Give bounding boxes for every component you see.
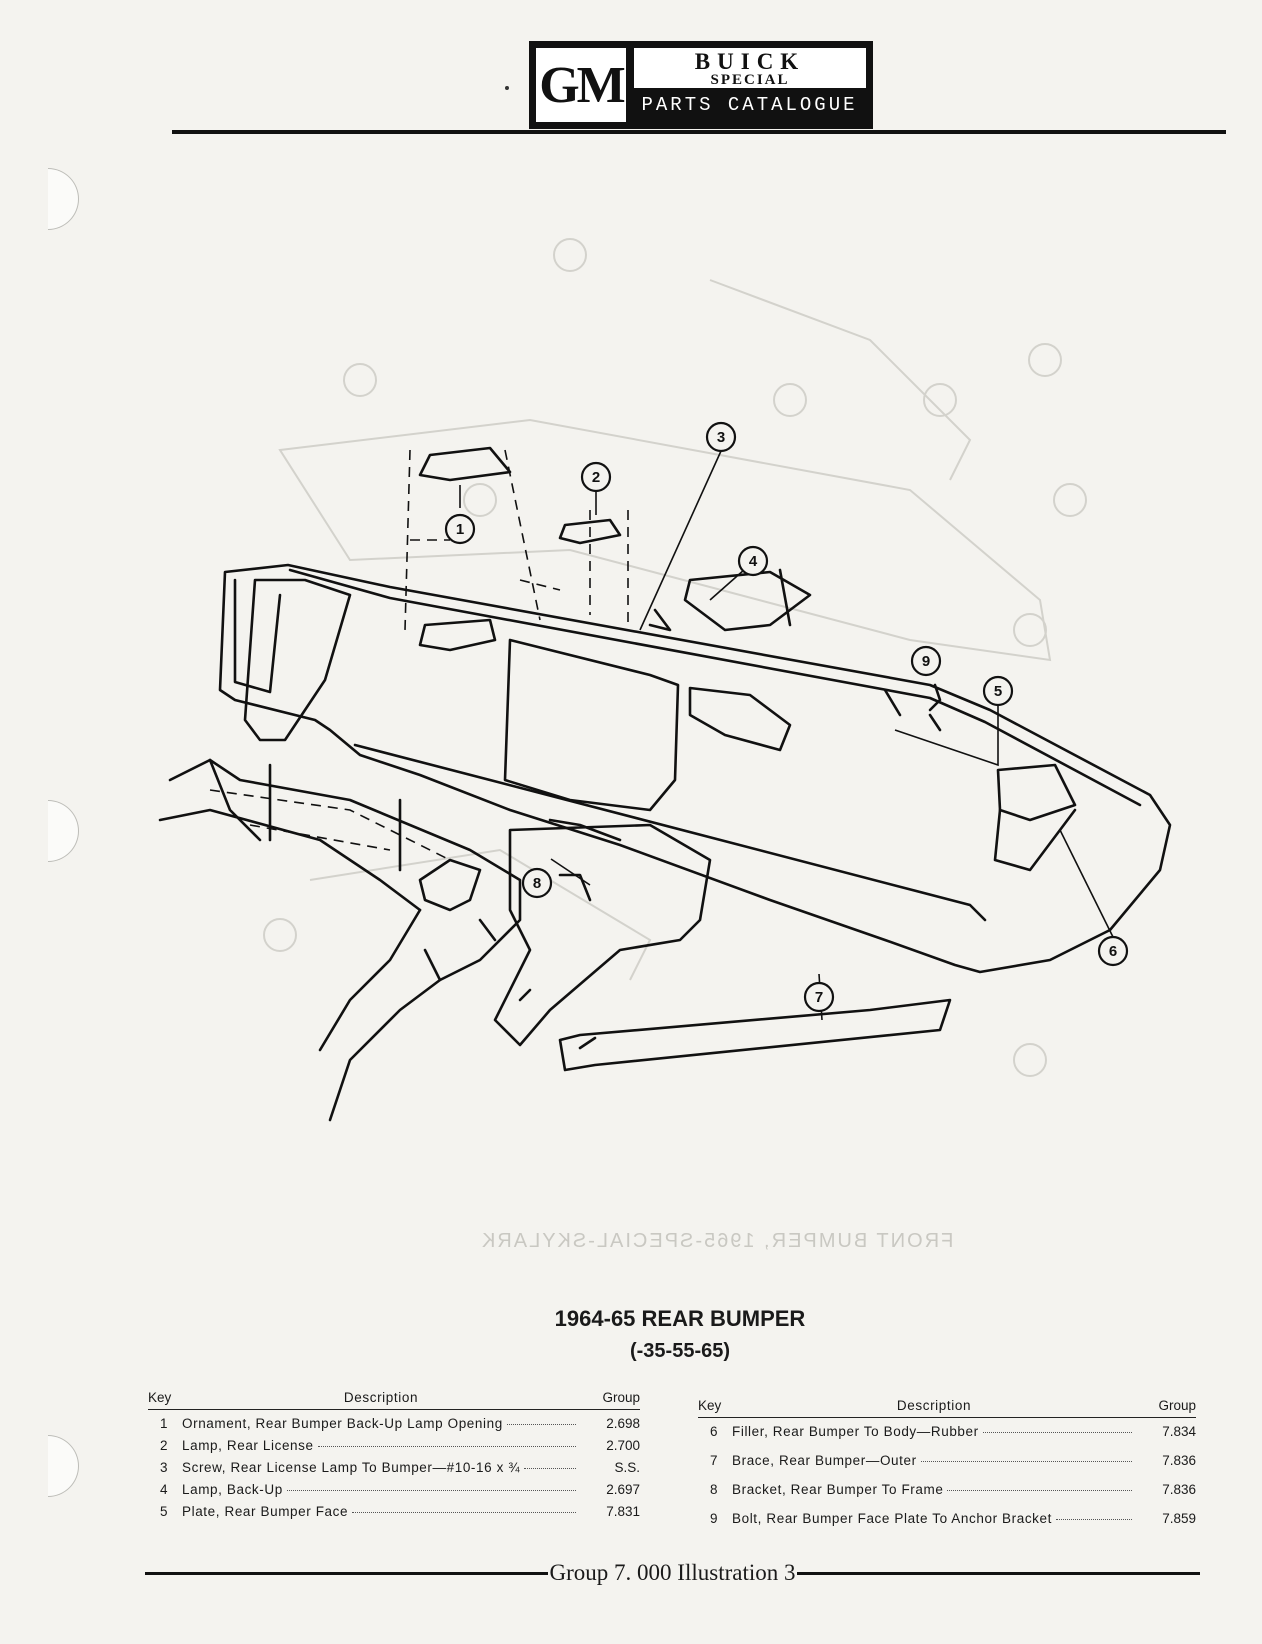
part-key: 1 (160, 1416, 168, 1431)
leader-dots (506, 1424, 576, 1425)
part-key: 6 (710, 1424, 718, 1439)
part-key: 2 (160, 1438, 168, 1453)
parts-table-left-header: Key Description Group (148, 1390, 640, 1410)
header-bullet (505, 86, 509, 90)
part-group: 2.698 (606, 1416, 640, 1431)
callout-2: 2 (592, 469, 600, 486)
header-brand: BUICK (694, 49, 806, 74)
table-row: 1 Ornament, Rear Bumper Back-Up Lamp Ope… (148, 1416, 640, 1438)
part-group: 7.859 (1162, 1511, 1196, 1526)
header-rule (172, 130, 1226, 134)
gm-logo: GM (536, 48, 626, 122)
rear-bumper-diagram: 1 2 3 4 5 6 7 8 9 (158, 238, 1172, 1122)
callout-3: 3 (717, 429, 725, 446)
table-row: 8 Bracket, Rear Bumper To Frame 7.836 (698, 1482, 1196, 1511)
part-key: 8 (710, 1482, 718, 1497)
header-catalogue: PARTS CATALOGUE (641, 94, 858, 116)
part-group: 2.697 (606, 1482, 640, 1497)
part-description: Ornament, Rear Bumper Back-Up Lamp Openi… (182, 1416, 503, 1431)
callout-6: 6 (1109, 943, 1117, 960)
table-row: 7 Brace, Rear Bumper—Outer 7.836 (698, 1453, 1196, 1482)
part-group: 7.834 (1162, 1424, 1196, 1439)
col-description: Description (343, 1390, 419, 1405)
leader-dots (317, 1446, 576, 1447)
callout-9: 9 (922, 653, 930, 670)
part-group: S.S. (614, 1460, 640, 1475)
part-group: 7.831 (606, 1504, 640, 1519)
part-group: 2.700 (606, 1438, 640, 1453)
table-row: 9 Bolt, Rear Bumper Face Plate To Anchor… (698, 1511, 1196, 1540)
punch-hole-bottom (48, 1435, 79, 1497)
part-key: 4 (160, 1482, 168, 1497)
part-group: 7.836 (1162, 1482, 1196, 1497)
header-line: SPECIAL (710, 72, 790, 88)
leader-dots (524, 1468, 576, 1469)
footer-label: Group 7. 000 Illustration 3 (549, 1560, 796, 1585)
callout-1: 1 (456, 521, 464, 538)
parts-table-right: Key Description Group 6 Filler, Rear Bum… (698, 1398, 1196, 1540)
table-row: 2 Lamp, Rear License 2.700 (148, 1438, 640, 1460)
punch-hole-middle (48, 800, 79, 862)
col-key: Key (148, 1390, 172, 1405)
part-description: Bolt, Rear Bumper Face Plate To Anchor B… (732, 1511, 1052, 1526)
callout-4: 4 (749, 553, 758, 570)
part-key: 7 (710, 1453, 718, 1468)
page-footer: Group 7. 000 Illustration 3 (145, 1560, 1201, 1586)
leader-dots (947, 1490, 1132, 1491)
bleed-through-text: FRONT BUMPER, 1965-SPECIAL-SKYLARK (480, 1230, 954, 1252)
header-brand-box: BUICK SPECIAL (634, 48, 866, 88)
part-description: Filler, Rear Bumper To Body—Rubber (732, 1424, 979, 1439)
leader-dots (982, 1432, 1132, 1433)
assembly-lines (209, 449, 629, 861)
footer-rule-right (797, 1571, 1201, 1575)
callout-8: 8 (533, 875, 541, 892)
leader-dots (352, 1512, 576, 1513)
bumper-drawing (158, 446, 1172, 1122)
col-key: Key (698, 1398, 722, 1413)
table-row: 4 Lamp, Back-Up 2.697 (148, 1482, 640, 1504)
part-key: 9 (710, 1511, 718, 1526)
callout-5: 5 (994, 683, 1002, 700)
table-row: 3 Screw, Rear License Lamp To Bumper—#10… (148, 1460, 640, 1482)
part-group: 7.836 (1162, 1453, 1196, 1468)
table-row: 5 Plate, Rear Bumper Face 7.831 (148, 1504, 640, 1526)
col-group: Group (1158, 1398, 1196, 1413)
footer-rule-left (145, 1571, 548, 1575)
catalogue-header: GM BUICK SPECIAL PARTS CATALOGUE (529, 41, 873, 129)
page-title: 1964-65 REAR BUMPER (554, 1306, 806, 1331)
page-subtitle: (-35-55-65) (629, 1340, 731, 1362)
parts-table-left: Key Description Group 1 Ornament, Rear B… (148, 1390, 640, 1526)
part-description: Bracket, Rear Bumper To Frame (732, 1482, 944, 1497)
header-text-block: BUICK SPECIAL PARTS CATALOGUE (626, 41, 873, 129)
col-description: Description (896, 1398, 972, 1413)
table-row: 6 Filler, Rear Bumper To Body—Rubber 7.8… (698, 1424, 1196, 1453)
col-group: Group (602, 1390, 640, 1405)
part-key: 5 (160, 1504, 168, 1519)
part-description: Lamp, Back-Up (182, 1482, 283, 1497)
callout-circles (444, 421, 1129, 1013)
punch-hole-top (48, 168, 79, 230)
part-description: Brace, Rear Bumper—Outer (732, 1453, 917, 1468)
leader-dots (1056, 1519, 1132, 1520)
leader-dots (920, 1461, 1132, 1462)
parts-table-right-header: Key Description Group (698, 1398, 1196, 1418)
part-description: Plate, Rear Bumper Face (182, 1504, 349, 1519)
part-description: Lamp, Rear License (182, 1438, 314, 1453)
bleed-through-ghost (263, 238, 1087, 1077)
part-key: 3 (160, 1460, 168, 1475)
leader-dots (286, 1490, 576, 1491)
callout-7: 7 (815, 989, 823, 1006)
part-description: Screw, Rear License Lamp To Bumper—#10-1… (182, 1460, 521, 1475)
